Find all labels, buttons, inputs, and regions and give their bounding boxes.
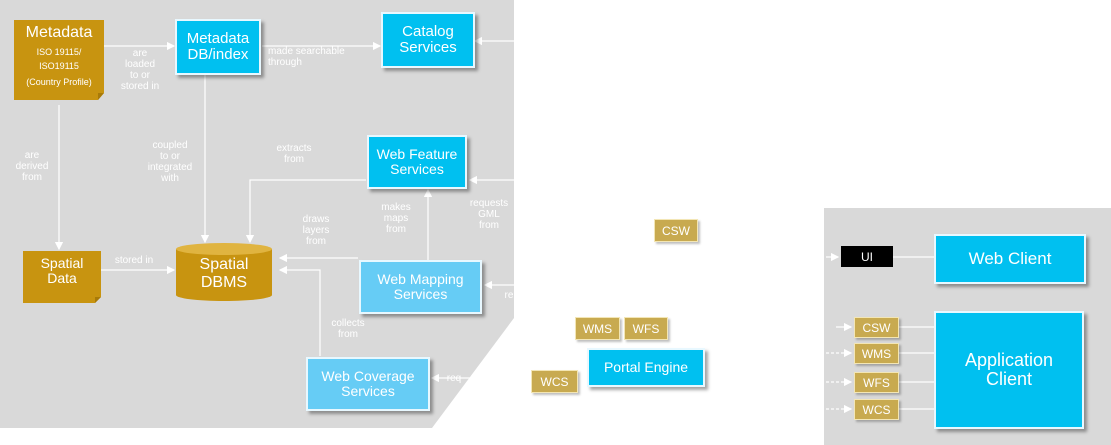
label-coupled: coupled to or integrated with [147, 140, 193, 184]
web-mapping-services-label: Web Mapping Services [377, 271, 464, 302]
application-client-label: Application Client [964, 350, 1054, 389]
label-requests-gml: requests GML from [469, 198, 509, 231]
metadata-standard-1: ISO 19115/ [36, 47, 82, 57]
catalog-services: Catalog Services [381, 12, 475, 68]
wfs-tag: WFS [624, 317, 668, 340]
spatial-data-label: Spatial Data [40, 255, 84, 286]
web-client: Web Client [934, 234, 1086, 284]
metadata-title: Metadata [25, 24, 93, 41]
web-client-label: Web Client [968, 249, 1052, 269]
metadata-db-label: Metadata DB/index [186, 30, 250, 63]
web-mapping-services: Web Mapping Services [359, 260, 482, 314]
label-made-searchable: made searchable through [268, 46, 345, 68]
portal-engine: Portal Engine [587, 348, 705, 387]
portal-engine-label: Portal Engine [603, 359, 689, 376]
spatial-data-doc-shape [23, 251, 101, 303]
spatial-dbms-cylinder [176, 243, 272, 301]
label-loaded-to: are loaded to or stored in [120, 48, 160, 92]
client-csw-tag: CSW [854, 317, 899, 338]
metadata-standard-2: ISO19115 [39, 61, 79, 71]
metadata-doc-shape [14, 20, 104, 100]
client-wms-tag: WMS [854, 343, 899, 364]
client-wfs-tag: WFS [854, 372, 899, 393]
wcs-tag: WCS [531, 370, 578, 393]
catalog-services-label: Catalog Services [399, 23, 457, 56]
spatial-dbms-label: Spatial DBMS [199, 256, 249, 291]
web-coverage-services-label: Web Coverage Services [321, 368, 415, 399]
web-feature-services: Web Feature Services [367, 135, 467, 189]
wms-tag: WMS [575, 317, 620, 340]
label-derived-from: are derived from [15, 150, 49, 183]
metadata-country-profile: (Country Profile) [26, 77, 92, 87]
web-feature-services-label: Web Feature Services [376, 146, 458, 177]
csw-tag: CSW [654, 219, 698, 242]
metadata-db-index: Metadata DB/index [175, 19, 261, 75]
label-wcs-req: req [446, 373, 462, 384]
application-client: Application Client [934, 311, 1084, 429]
label-wms-req: re [504, 290, 514, 301]
label-makes-maps: makes maps from [381, 202, 411, 235]
label-draws-layers: draws layers from [302, 214, 330, 247]
client-wcs-tag: WCS [854, 399, 899, 420]
label-stored-in: stored in [114, 255, 154, 266]
ui-tag: UI [841, 246, 893, 267]
server-panel [0, 0, 514, 428]
web-coverage-services: Web Coverage Services [306, 357, 430, 411]
label-collects-from: collects from [331, 318, 365, 340]
label-extracts-from: extracts from [276, 143, 312, 165]
